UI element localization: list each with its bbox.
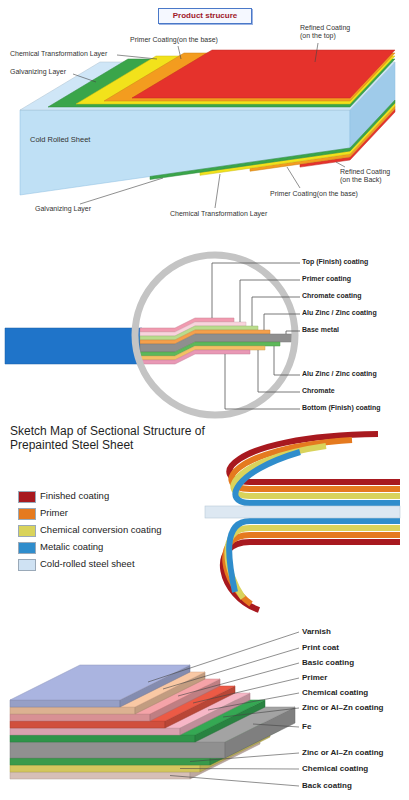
leader-line	[212, 263, 300, 318]
leader-line	[80, 178, 163, 204]
layer-label: Chemical coating	[302, 688, 368, 698]
leader-line	[315, 43, 318, 62]
layer-label: Primer coating	[302, 275, 351, 283]
layer-label: Basic coating	[302, 658, 354, 668]
layer-label: Galvanizing Layer	[35, 205, 91, 213]
layer-label: Chromate	[302, 387, 335, 395]
layer-label: Base metal	[302, 326, 339, 334]
legend-text: Chemical conversion coating	[40, 524, 161, 535]
layer-label: Zinc or Al–Zn coating	[302, 703, 383, 713]
layer-label: Chromate coating	[302, 292, 362, 300]
coating-layer	[140, 350, 250, 364]
leader-line	[193, 678, 299, 703]
layer-front	[10, 758, 210, 765]
leader-line	[223, 708, 299, 717]
leader-line	[286, 331, 300, 334]
legend-swatch	[18, 525, 36, 537]
leader-line	[336, 162, 345, 167]
leader-line	[148, 632, 299, 682]
coating-layer	[132, 50, 395, 98]
leader-line	[287, 167, 300, 188]
leader-line	[274, 346, 300, 375]
legend-swatch	[18, 559, 36, 571]
steel-sheet	[205, 506, 400, 518]
leader-line	[225, 354, 300, 409]
leader-line	[253, 724, 299, 727]
legend-text: Finished coating	[40, 490, 109, 501]
leader-line	[190, 753, 299, 762]
legend-swatch	[18, 491, 36, 503]
legend-text: Metalic coating	[40, 541, 103, 552]
layer-top	[10, 665, 190, 700]
peeled-layer	[235, 452, 400, 503]
layer-front	[10, 714, 150, 721]
peeled-layer	[225, 535, 400, 604]
layer-label: Galvanizing Layer	[10, 68, 66, 76]
leader-line	[178, 663, 299, 696]
layer-front	[10, 700, 120, 707]
legend-text: Cold-rolled steel sheet	[40, 558, 135, 569]
layer-label: Chemical Transformation Layer	[170, 210, 267, 218]
leader-line	[73, 74, 96, 82]
layer-label: Fe	[302, 722, 311, 732]
leader-line	[258, 350, 300, 392]
layer-front	[10, 742, 225, 758]
layer-label: Chemical Transformation Layer	[10, 50, 107, 58]
layer-label: Alu Zinc / Zinc coating	[302, 370, 377, 378]
layer-front	[10, 707, 135, 714]
title-box: Product strucure	[158, 8, 252, 24]
magnifier-ring	[135, 255, 295, 415]
layer-front	[10, 772, 190, 779]
leader-line	[264, 314, 300, 330]
layer-front	[10, 735, 195, 742]
layer-label: Refined Coating (on the top)	[300, 24, 360, 41]
layer-front	[10, 728, 180, 735]
leader-line	[215, 174, 220, 208]
layer-label: Cold Rolled Sheet	[30, 135, 90, 144]
leader-line	[170, 776, 299, 787]
layer-front	[10, 721, 165, 728]
layer-label: Bottom (Finish) coating	[302, 404, 381, 412]
peeled-layer	[227, 528, 400, 598]
layer-label: Primer Coating(on the base)	[270, 190, 358, 198]
peeled-layer	[229, 521, 400, 592]
layer-label: Top (Finish) coating	[302, 258, 368, 266]
layer-label: Varnish	[302, 627, 331, 637]
layer-label: Zinc or Al–Zn coating	[302, 748, 383, 758]
leader-line	[208, 693, 299, 710]
layer-label: Print coat	[302, 643, 339, 653]
layer-label: Chemical coating	[302, 764, 368, 774]
leader-line	[240, 280, 300, 322]
leader-line	[180, 768, 299, 770]
layer-front	[10, 765, 200, 772]
painted-sheet	[5, 328, 142, 364]
steel-core-face	[20, 110, 350, 195]
coating-layer	[200, 103, 395, 175]
legend-text: Primer	[40, 507, 68, 518]
legend-swatch	[18, 542, 36, 554]
legend-swatch	[18, 508, 36, 520]
leader-line	[117, 55, 157, 59]
layer-label: Back coating	[302, 781, 352, 791]
layer-label: Alu Zinc / Zinc coating	[302, 309, 377, 317]
section-heading: Sketch Map of Sectional Structure of Pre…	[10, 424, 210, 453]
leader-line	[178, 46, 181, 59]
layer-label: Primer	[302, 673, 327, 683]
layer-label: Primer Coating(on the base)	[130, 36, 218, 44]
coating-layer	[150, 100, 395, 179]
layer-label: Refined Coating (on the Back)	[340, 168, 402, 185]
leader-line	[252, 297, 300, 326]
